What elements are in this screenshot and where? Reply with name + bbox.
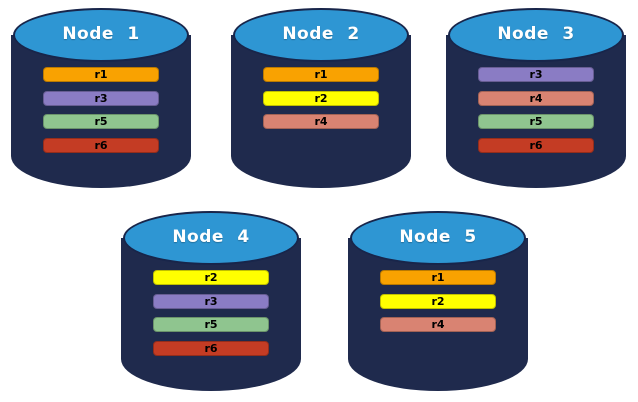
replica-bar: r2 bbox=[263, 90, 379, 106]
replica-bar: r6 bbox=[478, 137, 594, 153]
replica-label: r5 bbox=[94, 115, 108, 128]
replica-bar: r2 bbox=[380, 293, 496, 309]
replica-label: r3 bbox=[529, 68, 543, 81]
node-title: Node 4 bbox=[172, 227, 250, 247]
replica-label: r4 bbox=[529, 91, 543, 105]
replica-bar: r3 bbox=[153, 293, 269, 309]
replica-bar: r3 bbox=[43, 90, 159, 106]
replica-bar: r1 bbox=[43, 67, 159, 82]
replica-label: r5 bbox=[204, 318, 218, 331]
replica-label: r4 bbox=[431, 318, 445, 331]
replica-bar: r1 bbox=[263, 67, 379, 82]
node-cylinder: Node 4 r2 r3 r5 r6 bbox=[121, 211, 301, 391]
node-cylinder: Node 1 r1 r3 r5 r6 bbox=[11, 8, 191, 188]
replica-label: r6 bbox=[204, 341, 218, 355]
replica-label: r6 bbox=[529, 138, 543, 152]
replica-bar: r3 bbox=[478, 67, 594, 82]
cylinder-top-ellipse: Node 3 bbox=[448, 8, 624, 62]
cylinder-top-ellipse: Node 1 bbox=[13, 8, 189, 62]
replica-bar: r2 bbox=[153, 270, 269, 285]
cylinder-top-ellipse: Node 2 bbox=[233, 8, 409, 62]
node-cylinder: Node 3 r3 r4 r5 r6 bbox=[446, 8, 626, 188]
cylinder-top-ellipse: Node 5 bbox=[350, 211, 526, 265]
replica-label: r6 bbox=[94, 138, 108, 152]
replica-bar: r4 bbox=[263, 114, 379, 129]
node-title: Node 5 bbox=[399, 227, 477, 247]
replica-bar: r6 bbox=[153, 340, 269, 356]
replica-bar: r5 bbox=[153, 317, 269, 332]
replica-label: r2 bbox=[204, 271, 218, 284]
node-title: Node 2 bbox=[282, 24, 360, 44]
replica-bar: r1 bbox=[380, 270, 496, 285]
replica-label: r4 bbox=[314, 115, 328, 128]
replica-label: r5 bbox=[529, 115, 543, 128]
replica-label: r3 bbox=[204, 294, 218, 308]
replica-label: r2 bbox=[314, 91, 328, 105]
cylinder-top-ellipse: Node 4 bbox=[123, 211, 299, 265]
node-cylinder: Node 5 r1 r2 r4 bbox=[348, 211, 528, 391]
replica-label: r1 bbox=[94, 68, 108, 81]
replica-bar: r4 bbox=[478, 90, 594, 106]
node-cylinder: Node 2 r1 r2 r4 bbox=[231, 8, 411, 188]
replica-label: r1 bbox=[431, 271, 445, 284]
replica-label: r1 bbox=[314, 68, 328, 81]
replica-bar: r4 bbox=[380, 317, 496, 332]
replica-bar: r5 bbox=[43, 114, 159, 129]
replica-label: r3 bbox=[94, 91, 108, 105]
replica-bar: r5 bbox=[478, 114, 594, 129]
replica-label: r2 bbox=[431, 294, 445, 308]
node-title: Node 3 bbox=[497, 24, 575, 44]
node-title: Node 1 bbox=[62, 24, 140, 44]
replica-bar: r6 bbox=[43, 137, 159, 153]
